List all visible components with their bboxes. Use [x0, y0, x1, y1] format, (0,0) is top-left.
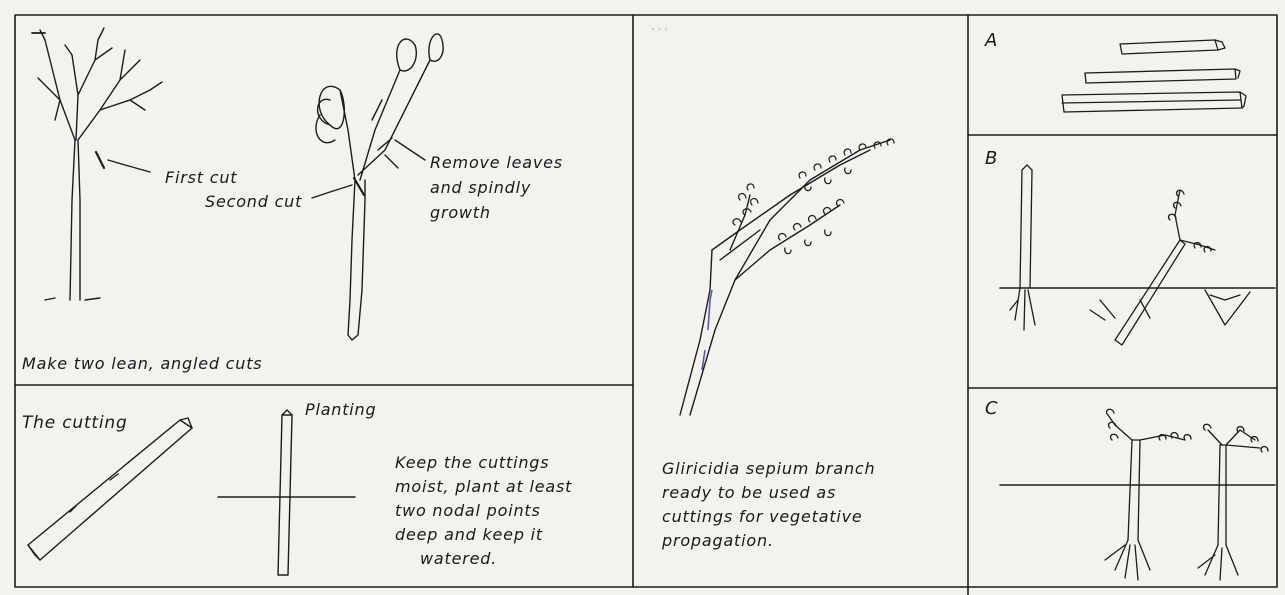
- instructions-line-5: watered.: [420, 551, 497, 567]
- remove-leaves-line-1: Remove leaves: [430, 155, 563, 171]
- panel-c-rooted-drawing: [1000, 409, 1275, 580]
- planting-drawing: [218, 410, 355, 575]
- the-cutting-label: The cutting: [22, 415, 128, 432]
- remove-leaves-line-3: growth: [430, 205, 491, 221]
- instructions-line-1: Keep the cuttings: [395, 455, 549, 471]
- second-cut-label: Second cut: [205, 194, 302, 210]
- panel-b-planting-drawing: [1000, 165, 1275, 345]
- gliricidia-caption-line-2: ready to be used as: [662, 485, 836, 501]
- planting-label: Planting: [305, 402, 376, 418]
- remove-leaves-line-2: and spindly: [430, 180, 531, 196]
- panel-b-label: B: [985, 150, 998, 168]
- instructions-line-2: moist, plant at least: [395, 479, 572, 495]
- cutting-drawing: [28, 418, 192, 560]
- panel-c-label: C: [985, 400, 998, 418]
- instructions-line-3: two nodal points: [395, 503, 541, 519]
- instructions-line-4: deep and keep it: [395, 527, 543, 543]
- panel-a-label: A: [985, 32, 998, 50]
- gliricidia-caption-line-3: cuttings for vegetative: [662, 509, 863, 525]
- gliricidia-caption-line-1: Gliricidia sepium branch: [662, 461, 875, 477]
- gliricidia-caption-line-4: propagation.: [662, 533, 774, 549]
- panel-a-cuttings-drawing: [1062, 40, 1246, 112]
- gliricidia-branch-drawing: [680, 139, 894, 415]
- first-cut-label: First cut: [165, 170, 237, 186]
- pruned-tree-drawing: [38, 28, 425, 300]
- top-left-caption: Make two lean, angled cuts: [22, 356, 262, 372]
- leafy-cutting-drawing: [316, 34, 443, 340]
